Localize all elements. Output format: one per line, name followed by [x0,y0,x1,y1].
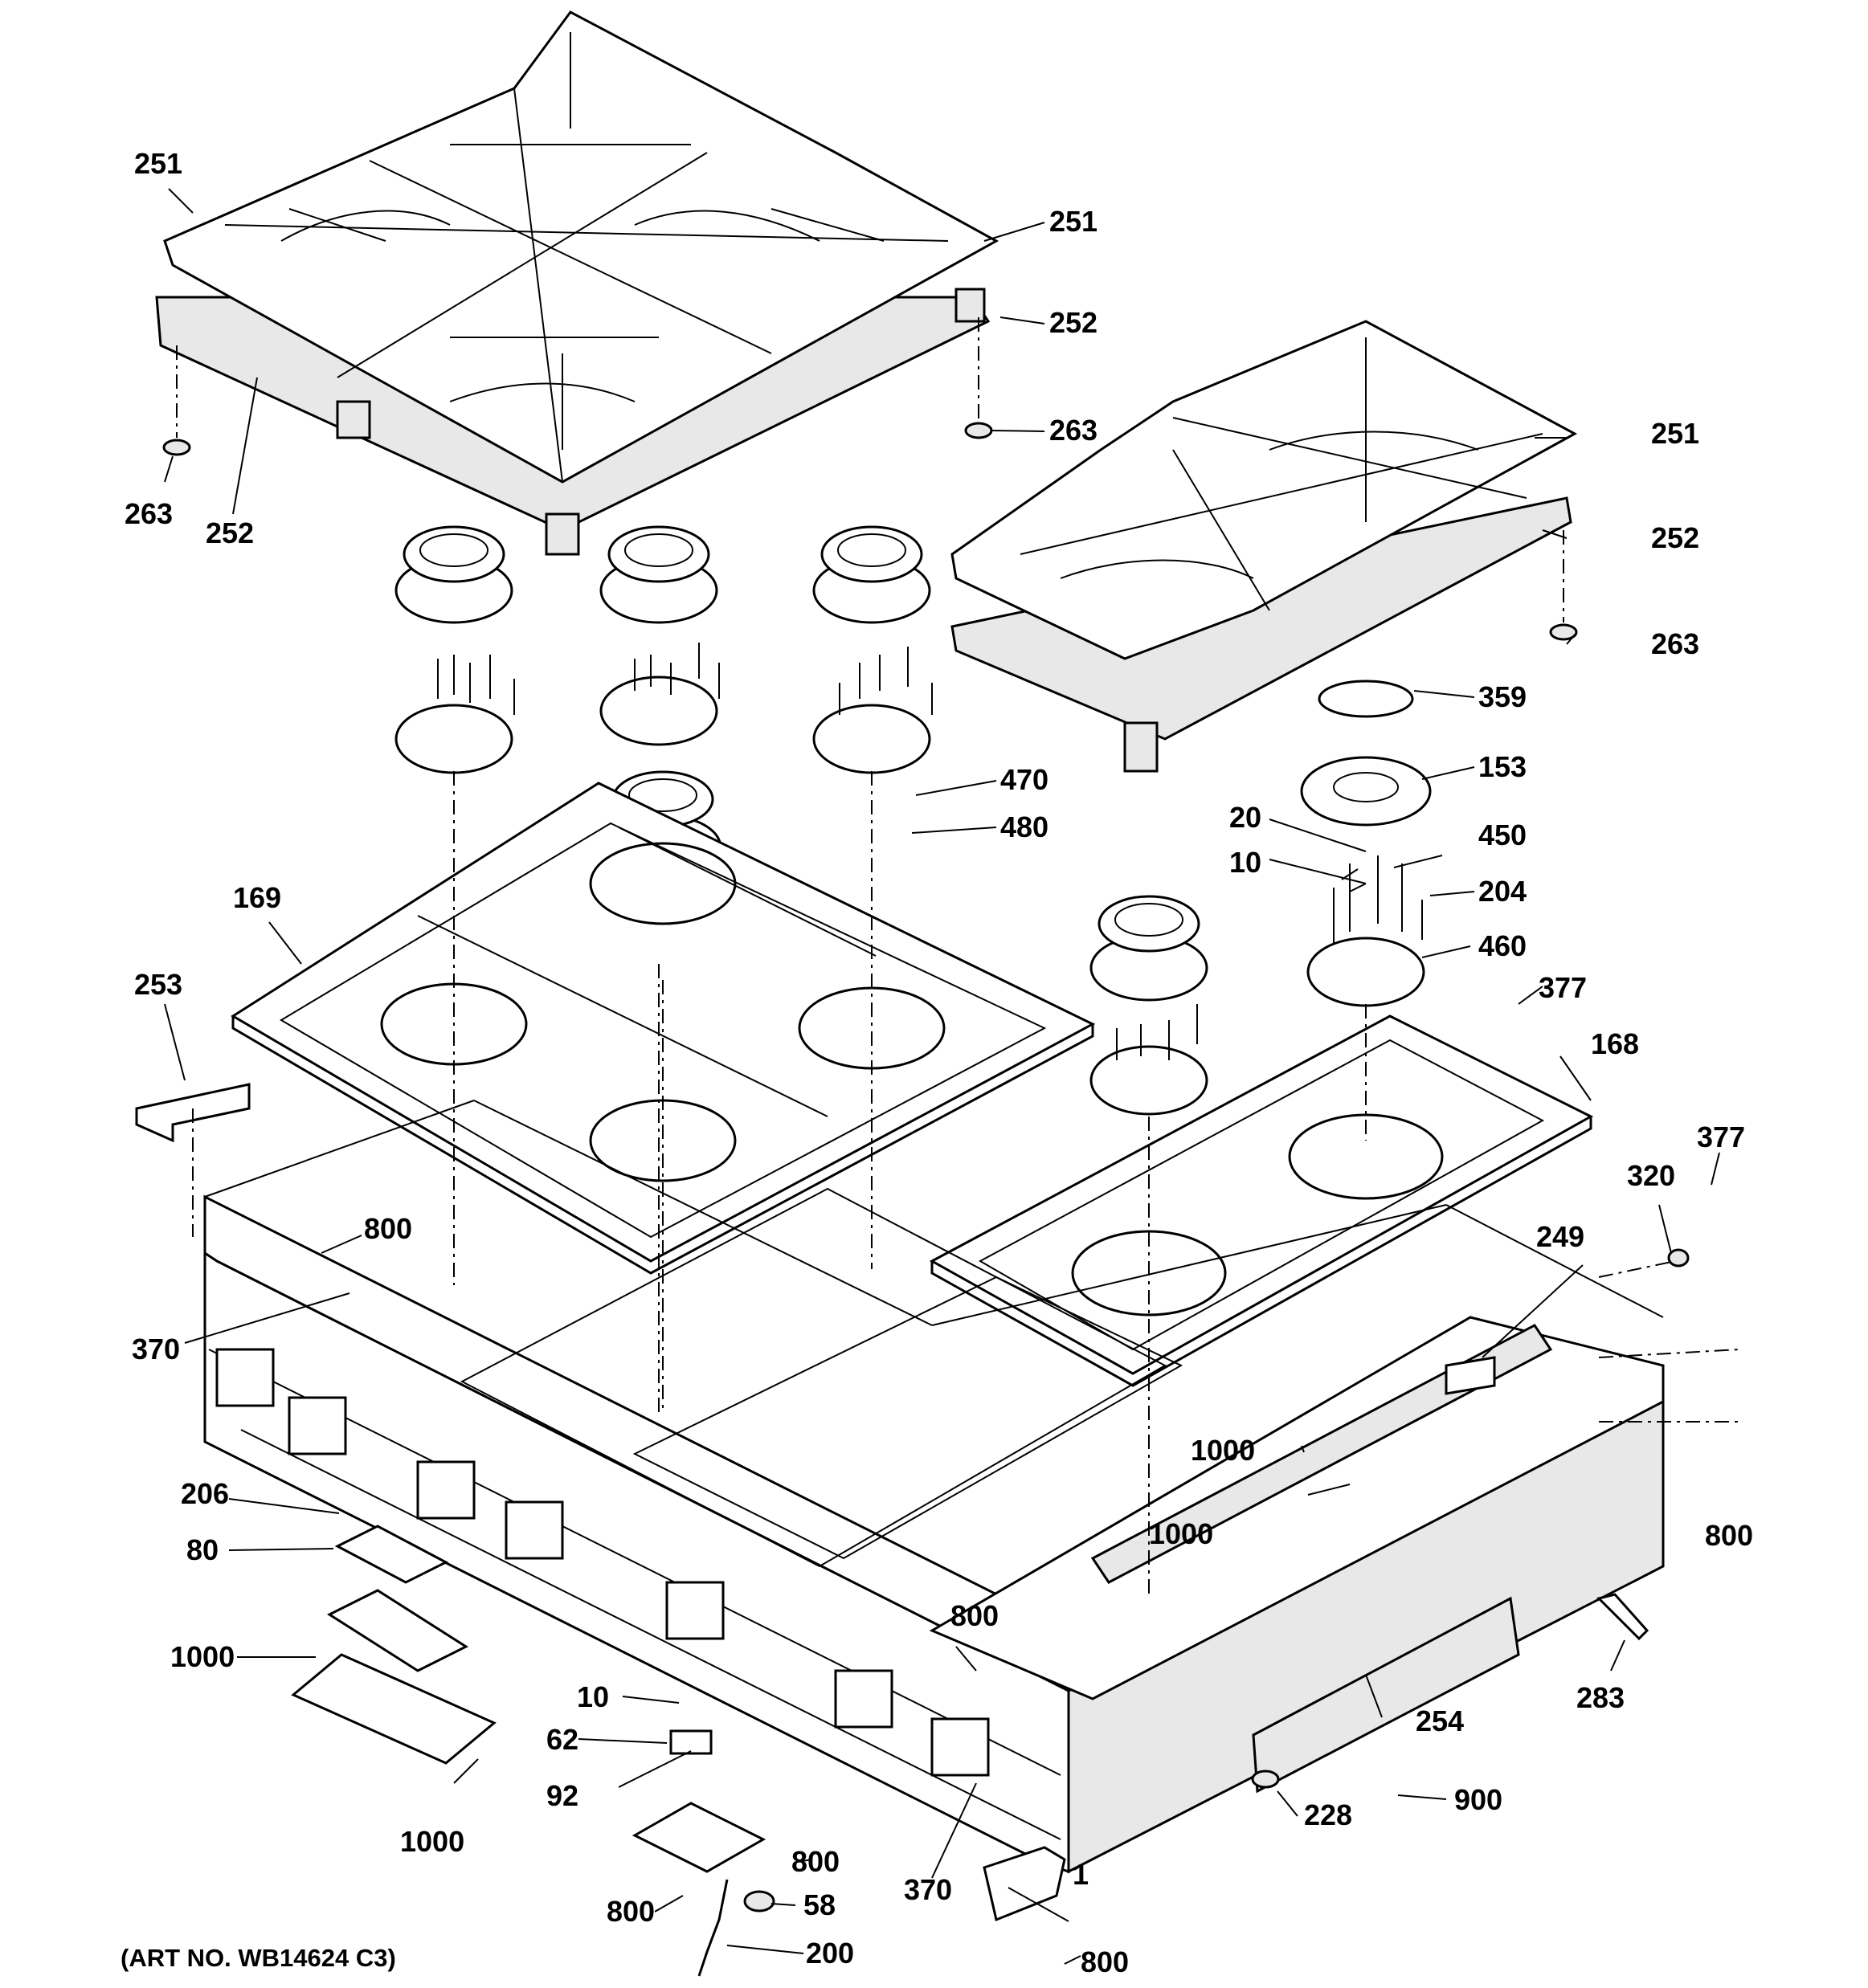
leader-lines [164,188,1720,1965]
cover-plate-1000 [291,1653,497,1765]
callout-169: 169 [233,881,282,914]
callout-263-right: 263 [1651,627,1700,660]
alignment-lines [192,771,1740,1598]
callout-1000-bottom: 1000 [400,1825,465,1858]
large-grate-assembly [155,10,999,556]
callout-228: 228 [1304,1798,1353,1831]
callout-249: 249 [1536,1220,1585,1253]
callout-800-bottom-a: 800 [791,1845,840,1878]
bracket-92 [632,1802,766,1873]
rail-254 [1090,1324,1553,1584]
grate-251-small [950,320,1578,660]
callout-251-left: 251 [134,147,183,180]
callout-377-right: 377 [1697,1121,1746,1153]
small-parts [291,1248,1690,1977]
callout-370-left: 370 [132,1333,181,1365]
callout-480: 480 [1000,810,1049,843]
callout-251-right: 251 [1651,417,1700,450]
grate-foot-center [545,512,580,556]
callout-1000-center: 1000 [1191,1434,1256,1467]
callout-251-center: 251 [1049,205,1098,238]
burner-base-2 [599,676,718,746]
burner-head-6 [1300,680,1432,827]
chassis-right-top [929,1316,1665,1700]
callout-20: 20 [1229,801,1262,834]
part-80 [334,1525,449,1584]
part-62 [669,1729,713,1755]
top-panel-168 [929,1014,1594,1387]
callout-263-left: 263 [125,497,174,530]
callout-359: 359 [1478,680,1527,713]
callout-460: 460 [1478,929,1527,962]
callout-253: 253 [134,968,183,1001]
foot-263-left [162,439,191,456]
callout-800-bottom-b: 800 [607,1895,656,1928]
callout-900: 900 [1454,1783,1503,1816]
small-grate-assembly [950,320,1578,773]
callout-80: 80 [186,1533,219,1566]
callout-206: 206 [181,1477,230,1510]
callout-252-right: 252 [1651,521,1700,554]
callout-62: 62 [546,1723,579,1756]
burner-head-1 [394,525,513,624]
callout-10-bottom: 10 [577,1680,610,1713]
art-number-caption: (ART NO. WB14624 C3) [121,1944,396,1972]
burner-head-2 [599,525,718,624]
callout-204: 204 [1478,875,1527,908]
callout-470: 470 [1000,763,1049,796]
gas-valves [215,1348,990,1777]
grate-foot-right [954,288,986,323]
bracket-1000 [326,1589,469,1672]
small-grate-foot [1123,721,1159,773]
callout-263-center: 263 [1049,414,1098,447]
burner-base-3 [812,704,931,774]
callout-168: 168 [1591,1027,1640,1060]
callout-92: 92 [546,1779,579,1812]
callout-370-bottom: 370 [904,1873,953,1906]
callout-254: 254 [1416,1704,1465,1737]
callout-58: 58 [803,1888,836,1921]
callout-1000-lower: 1000 [1149,1517,1214,1550]
callout-252-left: 252 [206,516,255,549]
callout-377-top: 377 [1539,971,1588,1004]
foot-263-small [1549,623,1578,641]
callout-283: 283 [1576,1681,1625,1714]
callout-252-center: 252 [1049,306,1098,339]
callout-10-top: 10 [1229,846,1262,879]
burner-head-5 [1089,895,1208,1002]
part-58 [743,1890,775,1912]
part-320 [1667,1248,1690,1268]
callout-1: 1 [1073,1858,1089,1891]
grate-foot-front [336,400,371,439]
bracket-1 [983,1846,1066,1922]
callout-800-center: 800 [950,1599,999,1632]
grate-frame-252-small [950,496,1572,741]
callout-320: 320 [1627,1159,1676,1192]
part-228 [1251,1770,1280,1789]
chassis-front-rail [203,1194,1070,1693]
foot-263-right [964,422,993,439]
top-panel-169 [231,782,1096,1275]
burner-head-3 [812,525,931,624]
grate-251-large [163,10,999,484]
callout-200: 200 [806,1937,855,1970]
burner-base-6 [1306,937,1425,1007]
burner-base-1 [394,704,513,774]
part-283 [1596,1593,1649,1641]
bracket-249 [1445,1356,1496,1395]
callout-450: 450 [1478,818,1527,851]
callout-153: 153 [1478,750,1527,783]
callout-800-top-left: 800 [364,1212,413,1245]
callout-800-right: 800 [1705,1519,1754,1552]
harness-200 [697,1879,729,1977]
callout-800-bottom-c: 800 [1081,1945,1130,1978]
callout-1000-left: 1000 [170,1640,235,1673]
grate-feet [162,317,1578,641]
burner-base-5 [1089,1045,1208,1116]
